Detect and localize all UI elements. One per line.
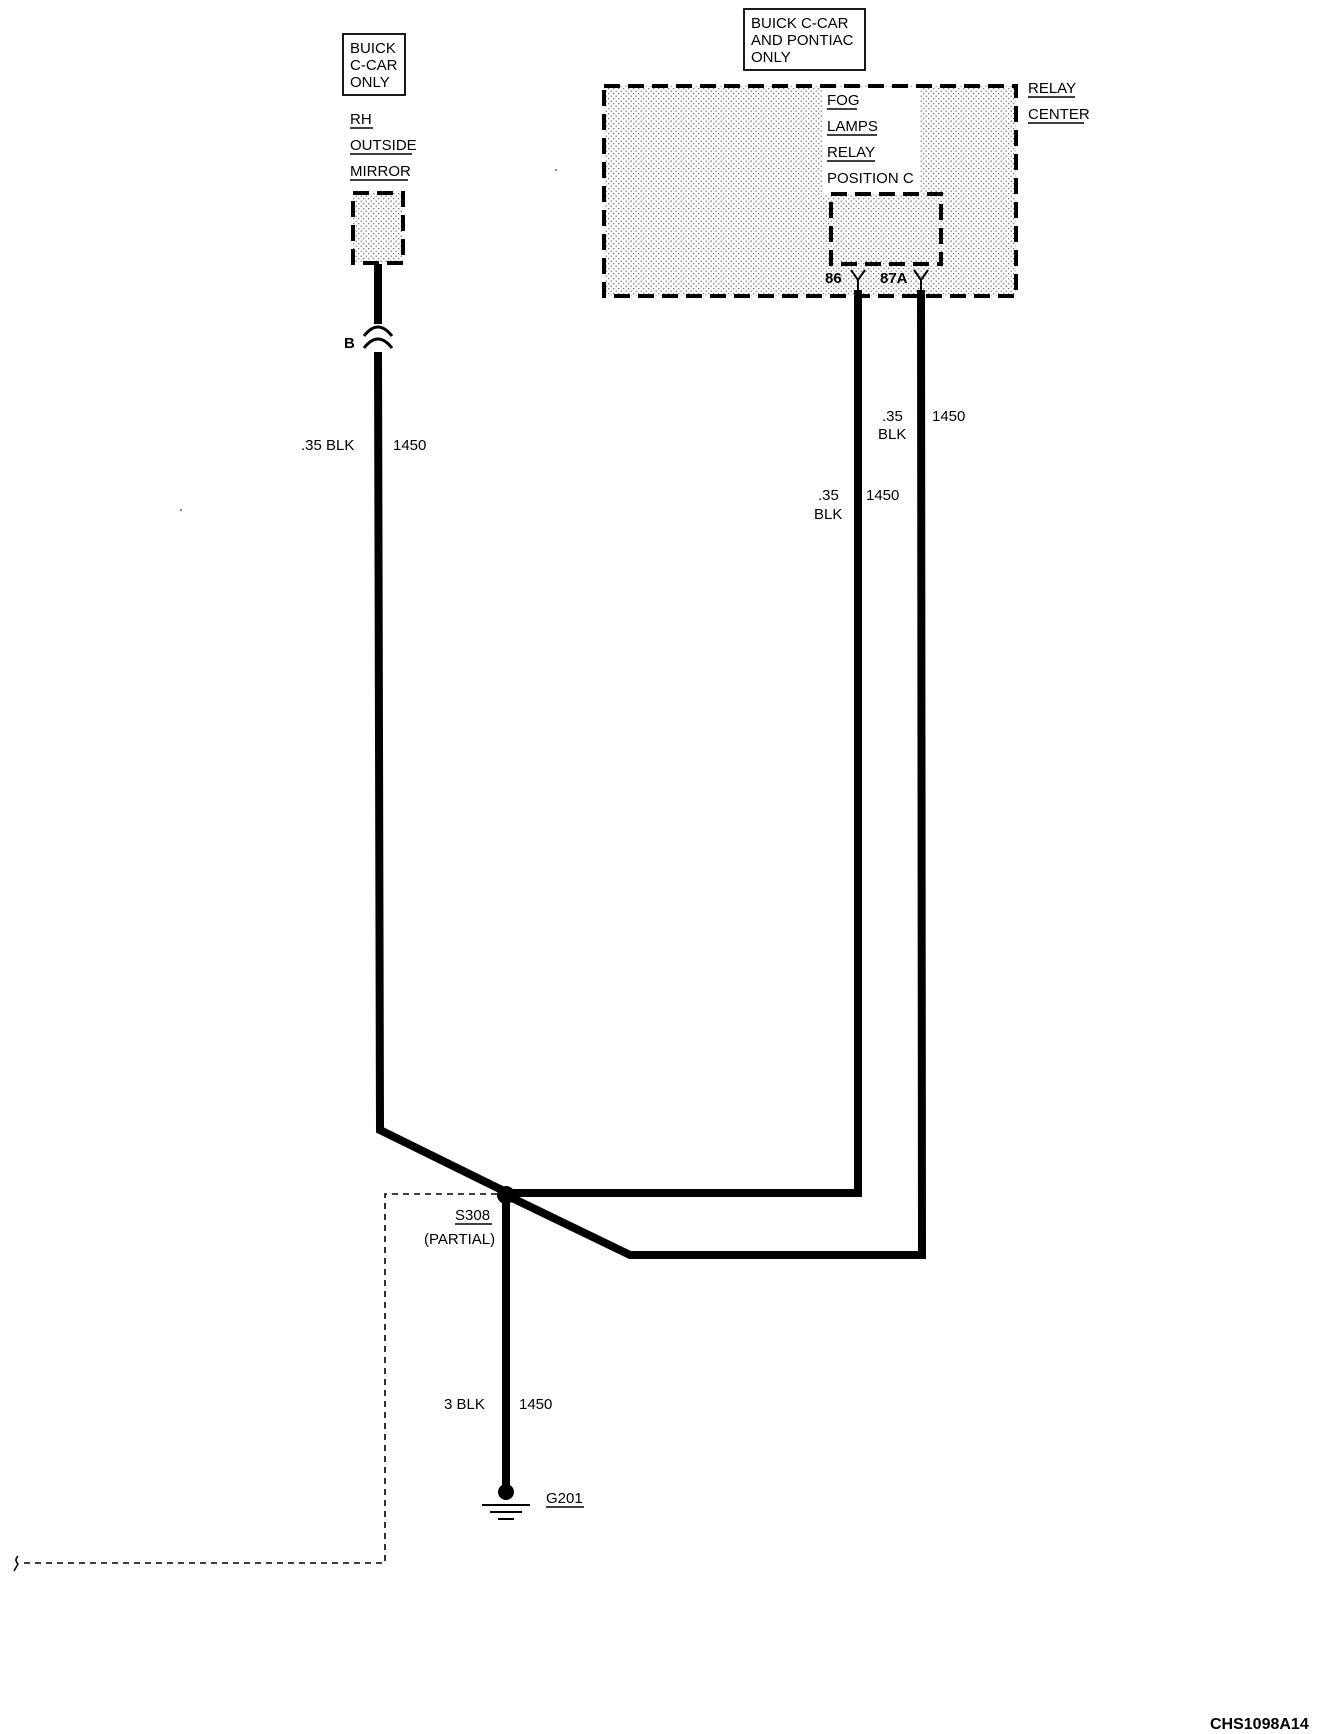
mirror-wire-size: .35 BLK [301,437,354,454]
relay-condition-line-3: ONLY [751,49,791,66]
wire-86-size-line-1: .35 [818,487,839,504]
splice-name: S308 [455,1207,490,1224]
mirror-condition-line-1: BUICK [350,40,396,57]
pin-86-label: 86 [825,270,842,287]
ground-wire-size: 3 BLK [444,1396,485,1413]
wire-87a-circuit: 1450 [932,408,965,425]
wire-pin86-to-splice [508,290,862,1197]
relay-center-label-line-1: RELAY [1028,80,1076,97]
relay-center-label-line-2: CENTER [1028,106,1090,123]
rh-outside-mirror-component [351,191,405,265]
relay-center-housing [602,84,1018,298]
pin-87a-label: 87A [880,270,908,287]
wire-pin87a-to-splice [506,289,927,1259]
relay-label-area [822,88,920,194]
ground-symbol-icon [482,1504,530,1520]
fog-lamps-relay-component [829,192,943,266]
connector-b-label: B [344,335,355,352]
pin-87a-terminal-icon [913,269,929,290]
speck-1 [555,169,557,171]
relay-condition-line-2: AND PONTIAC [751,32,854,49]
mirror-name-line-2: OUTSIDE [350,137,417,154]
mirror-condition-line-2: C-CAR [350,57,398,74]
splice-s308-dot [497,1186,515,1204]
wire-87a-size-line-2: BLK [878,426,906,443]
connector-b-top-icon [362,325,394,337]
dashed-line-end-hook [13,1555,19,1572]
relay-name-line-3: RELAY [827,144,875,161]
ground-name: G201 [546,1490,583,1507]
wire-86-circuit: 1450 [866,487,899,504]
wire-87a-size-line-1: .35 [882,408,903,425]
relay-name-line-2: LAMPS [827,118,878,135]
dashed-reference-line [24,1193,497,1564]
wire-86-size-line-2: BLK [814,506,842,523]
mirror-name-line-3: MIRROR [350,163,411,180]
ground-wire-circuit: 1450 [519,1396,552,1413]
relay-name-line-4: POSITION C [827,170,914,187]
mirror-condition-line-3: ONLY [350,74,390,91]
speck-2 [180,509,182,511]
relay-name-line-1: FOG [827,92,860,109]
pin-86-terminal-icon [850,269,866,290]
mirror-condition-box [342,33,406,96]
mirror-name-line-1: RH [350,111,372,128]
wire-mirror-to-splice-lower [374,351,510,1197]
relay-condition-line-1: BUICK C-CAR [751,15,849,32]
ground-connection-dot [498,1484,514,1500]
splice-note: (PARTIAL) [424,1231,495,1248]
relay-condition-box [743,8,866,71]
connector-b-bottom-icon [362,337,394,349]
figure-id: CHS1098A14 [1210,1716,1309,1733]
mirror-wire-circuit: 1450 [393,437,426,454]
